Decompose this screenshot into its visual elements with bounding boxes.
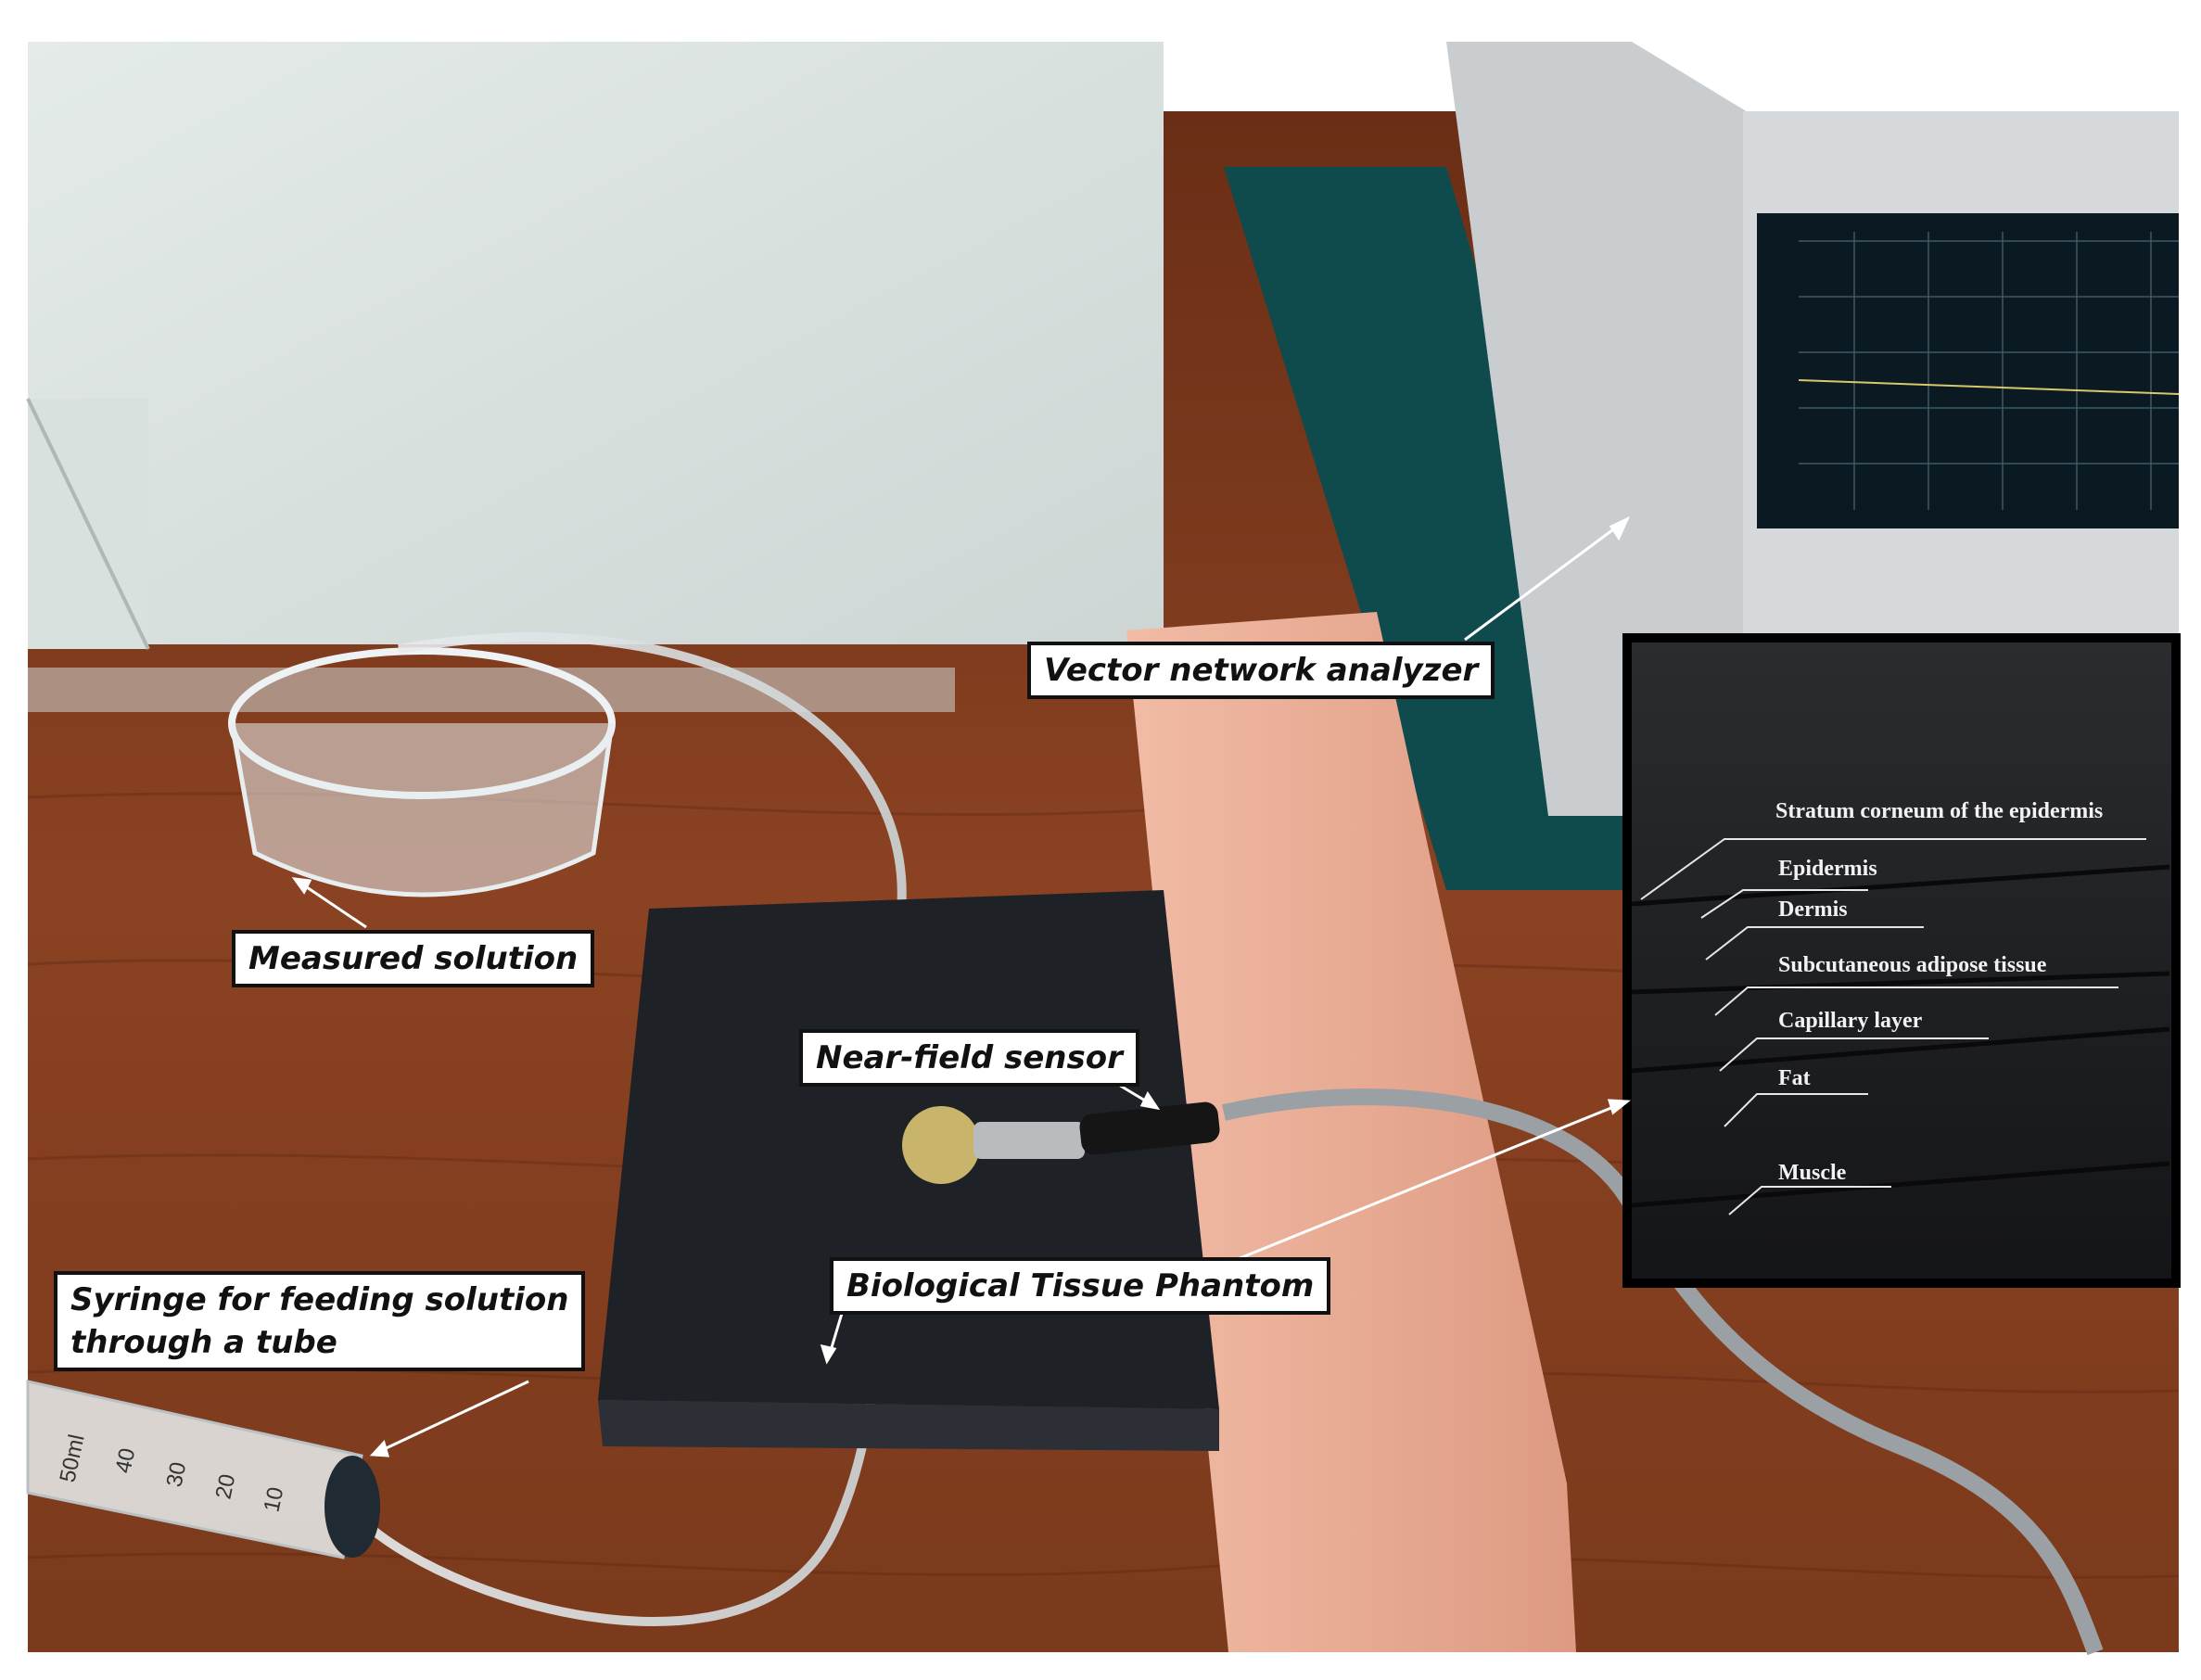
callout-arrows — [291, 515, 1632, 1457]
inset-layer-label: Fat — [1778, 1066, 1811, 1090]
syringe-scale-label: 30 — [161, 1460, 191, 1490]
inset-layer-label: Muscle — [1778, 1161, 1847, 1185]
near-field-sensor-callout: Near-field sensor — [799, 1029, 1139, 1087]
screen-grid — [1799, 232, 2179, 510]
pink-block — [1126, 612, 1576, 1652]
inset-strata — [1631, 864, 2170, 1208]
phantom-callout: Biological Tissue Phantom — [830, 1257, 1331, 1315]
syringe-scale-label: 40 — [110, 1446, 140, 1476]
syringe-scale-label: 20 — [210, 1472, 240, 1502]
foam-edge — [26, 398, 150, 650]
analyzer-screen — [1757, 213, 2179, 528]
inset-layer-label: Stratum corneum of the epidermis — [1775, 799, 2104, 823]
sensor-disk — [902, 1106, 980, 1184]
analyzer-body — [1446, 42, 1762, 816]
inset-layer-label: Dermis — [1778, 897, 1848, 922]
syringe-barrel — [26, 1380, 363, 1559]
foam-block-top — [28, 42, 1164, 644]
syringe-callout-line-1: Syringe for feeding solution — [70, 1281, 569, 1318]
inset-layer-label: Capillary layer — [1778, 1009, 1923, 1033]
syringe-scale: 50ml 40 30 20 10 — [55, 1432, 288, 1515]
cup-body — [229, 722, 615, 897]
inset-layer-label: Subcutaneous adipose tissue — [1778, 953, 2047, 977]
metal-cable — [1222, 1088, 2104, 1656]
table-stripe — [28, 668, 955, 712]
tissue-phantom-side — [598, 1400, 1219, 1451]
syringe-callout-line-2: through a tube — [70, 1324, 337, 1361]
screen-trace — [1798, 379, 2180, 395]
syringe-plunger-tip — [324, 1456, 380, 1558]
syringe-scale-label: 10 — [259, 1485, 288, 1515]
syringe-callout: Syringe for feeding solution through a t… — [54, 1271, 586, 1371]
inset-frame — [1622, 633, 2181, 1288]
inset-layer-label: Epidermis — [1778, 857, 1877, 881]
vna-callout: Vector network analyzer — [1027, 642, 1495, 699]
measured-solution-callout: Measured solution — [232, 930, 595, 987]
sensor-connector — [973, 1122, 1085, 1159]
sensor-plug — [1079, 1101, 1220, 1155]
inset-leaders — [1640, 838, 2146, 1215]
